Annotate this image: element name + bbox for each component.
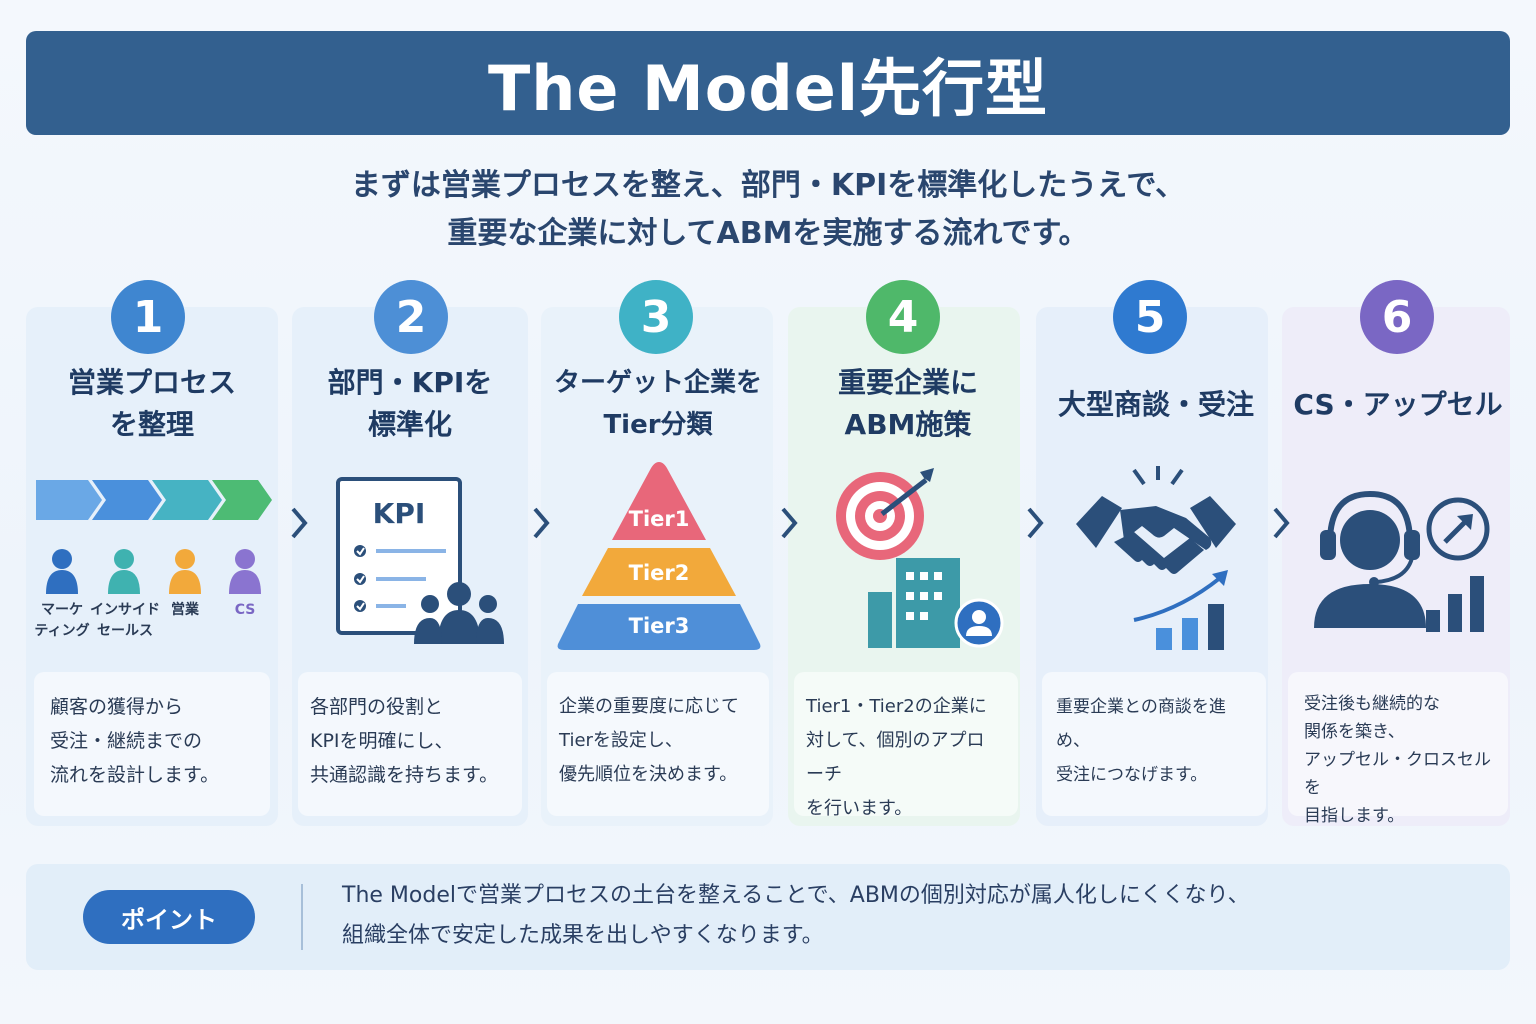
step-desc-1-line: 受注・継続までの xyxy=(50,730,203,752)
step-desc-1: 顧客の獲得から 受注・継続までの 流れを設計します。 xyxy=(34,672,270,816)
point-text-line-2: 組織全体で安定した成果を出しやすくなります。 xyxy=(342,923,824,948)
team-icon xyxy=(414,582,504,644)
chevron-right-icon xyxy=(781,507,798,539)
step-title-1: 営業プロセス を整理 xyxy=(26,362,278,446)
step-desc-4: Tier1・Tier2の企業に 対して、個別のアプローチ を行います。 xyxy=(794,672,1018,819)
person-icon xyxy=(46,549,78,594)
step-title-3-line1: ターゲット企業を xyxy=(553,368,762,398)
step-desc-3-line: 企業の重要度に応じて xyxy=(559,696,739,717)
building-icon xyxy=(868,558,960,648)
user-badge-icon xyxy=(954,598,1004,648)
step-title-1-line1: 営業プロセス xyxy=(67,366,236,399)
chevron-right-icon xyxy=(1027,507,1044,539)
tier2-label: Tier2 xyxy=(628,561,690,585)
step-desc-5: 重要企業との商談を進め、 受注につなげます。 xyxy=(1042,672,1266,816)
step-title-4: 重要企業に ABM施策 xyxy=(788,362,1028,446)
role-label-cs: CS xyxy=(234,602,256,618)
step-desc-4-line: 対して、個別のアプローチ xyxy=(806,730,985,785)
step-badge-2: 2 xyxy=(374,280,448,354)
process-arrows-icon xyxy=(36,480,272,520)
step-desc-6-line: 受注後も継続的な xyxy=(1304,694,1440,714)
step-desc-2-line: KPIを明確にし、 xyxy=(310,730,454,752)
kpi-checklist-icon: KPI xyxy=(336,477,462,635)
step-desc-5-line: 受注につなげます。 xyxy=(1056,765,1208,785)
tier1-label: Tier1 xyxy=(628,507,690,531)
step-desc-4-line: を行います。 xyxy=(806,798,913,819)
step-desc-3-line: Tierを設定し、 xyxy=(559,730,683,751)
subtitle-line-1: まずは営業プロセスを整え、部門・KPIを標準化したうえで、 xyxy=(350,168,1186,203)
target-icon xyxy=(836,468,934,560)
step-title-4-line1: 重要企業に xyxy=(837,366,978,399)
subtitle-line-2: 重要な企業に対してABMを実施する流れです。 xyxy=(447,216,1089,251)
chevron-right-icon xyxy=(1273,507,1290,539)
person-icon xyxy=(229,549,261,594)
checklist-lines-icon xyxy=(354,545,446,612)
step-title-3: ターゲット企業を Tier分類 xyxy=(530,362,786,446)
step-desc-6-line: 関係を築き、 xyxy=(1304,722,1405,742)
step-title-5: 大型商談・受注 xyxy=(1036,384,1276,426)
pyramid-icon xyxy=(557,462,761,650)
step-desc-1-line: 流れを設計します。 xyxy=(50,764,220,786)
step-badge-3: 3 xyxy=(619,280,693,354)
step-desc-6: 受注後も継続的な 関係を築き、 アップセル・クロスセルを 目指します。 xyxy=(1288,672,1508,826)
chevron-right-icon xyxy=(533,507,550,539)
role-label-sales: 営業 xyxy=(171,602,199,618)
step-title-2: 部門・KPIを 標準化 xyxy=(292,362,528,446)
step-title-6-line1: CS・アップセル xyxy=(1293,388,1503,421)
step-desc-6-line: アップセル・クロスセルを xyxy=(1304,750,1491,798)
step-desc-3-line: 優先順位を決めます。 xyxy=(559,764,738,785)
step-desc-2: 各部門の役割と KPIを明確にし、 共通認識を持ちます。 xyxy=(298,672,522,816)
step-badge-1: 1 xyxy=(111,280,185,354)
arrow-circle-icon xyxy=(1426,497,1490,561)
step-badge-5: 5 xyxy=(1113,280,1187,354)
step-title-1-line2: を整理 xyxy=(109,408,194,441)
step-title-5-line1: 大型商談・受注 xyxy=(1057,388,1254,421)
step-desc-2-line: 各部門の役割と xyxy=(310,696,444,718)
step-desc-5-line: 重要企業との商談を進め、 xyxy=(1056,697,1226,751)
step-desc-6-line: 目指します。 xyxy=(1304,806,1405,826)
step-title-6: CS・アップセル xyxy=(1280,384,1516,426)
growth-chart-icon xyxy=(1133,570,1228,650)
step-title-3-line2: Tier分類 xyxy=(603,410,713,440)
kpi-label: KPI xyxy=(372,497,426,530)
step-title-2-line1: 部門・KPIを xyxy=(327,366,493,399)
point-section xyxy=(26,864,1510,970)
step-desc-4-line: Tier1・Tier2の企業に xyxy=(806,696,987,717)
step-title-2-line2: 標準化 xyxy=(367,408,452,441)
subtitle: まずは営業プロセスを整え、部門・KPIを標準化したうえで、 重要な企業に対してA… xyxy=(0,162,1536,258)
title-bar: The Model先行型 xyxy=(26,31,1510,135)
step-desc-2-line: 共通認識を持ちます。 xyxy=(310,764,499,786)
step-badge-4: 4 xyxy=(866,280,940,354)
bar-chart-icon xyxy=(1426,576,1484,632)
step-badge-6: 6 xyxy=(1360,280,1434,354)
person-icon xyxy=(169,549,201,594)
headset-agent-icon xyxy=(1314,490,1426,628)
step-desc-1-line: 顧客の獲得から xyxy=(50,696,184,718)
chevron-right-icon xyxy=(291,507,308,539)
handshake-icon xyxy=(1076,466,1236,574)
role-label-marketing: マーケ ティング xyxy=(34,602,90,639)
person-icon xyxy=(108,549,140,594)
tier3-label: Tier3 xyxy=(628,614,690,638)
page-title: The Model先行型 xyxy=(487,52,1049,125)
point-label: ポイント xyxy=(83,890,255,944)
step-desc-3: 企業の重要度に応じて Tierを設定し、 優先順位を決めます。 xyxy=(547,672,769,816)
point-text-line-1: The Modelで営業プロセスの土台を整えることで、ABMの個別対応が属人化し… xyxy=(342,883,1250,908)
point-divider xyxy=(301,884,303,950)
role-label-inside-sales: インサイド セールス xyxy=(90,602,160,639)
step-title-4-line2: ABM施策 xyxy=(844,408,972,441)
point-text: The Modelで営業プロセスの土台を整えることで、ABMの個別対応が属人化し… xyxy=(342,876,1482,956)
